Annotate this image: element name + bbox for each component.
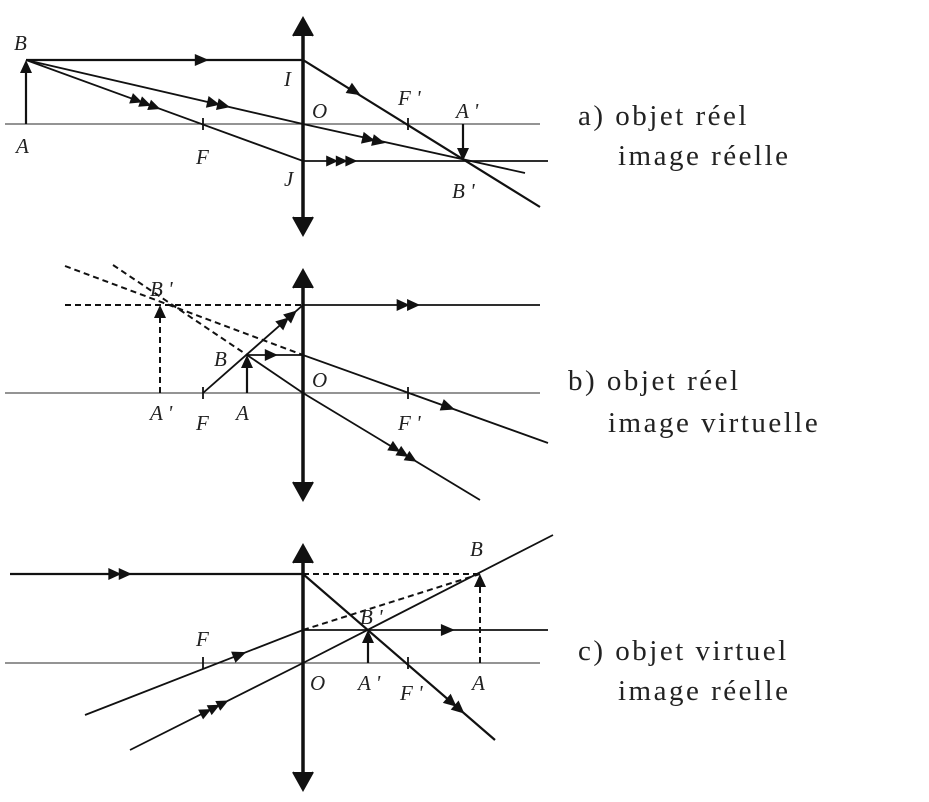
panel-b-real-object-virtual-image: B ' B O A ' F A F ' — [5, 264, 549, 501]
ray-arrowhead-icon — [275, 317, 289, 331]
label-A: A — [234, 401, 249, 425]
caption-b-line1: b) objet réel — [568, 365, 741, 397]
label-F: F — [195, 145, 209, 169]
ray-arrowhead-icon — [335, 155, 348, 167]
lens-arrow-tip-icon — [292, 771, 314, 793]
virtual-extension-1 — [64, 265, 304, 356]
label-I: I — [283, 67, 292, 91]
label-F-prime: F ' — [399, 681, 423, 705]
panel-a-real-object-real-image: B A I O J F F ' A ' B ' — [5, 22, 548, 231]
ray-arrowhead-icon — [387, 440, 401, 452]
label-F: F — [195, 627, 209, 651]
ray-arrowhead-icon — [231, 651, 247, 663]
caption-c-line2: image réelle — [618, 675, 791, 707]
lens-arrow-tip-icon — [292, 481, 314, 503]
label-O: O — [310, 671, 325, 695]
ray-arrowhead-icon — [371, 134, 386, 146]
lens-arrow-tip-icon — [292, 542, 314, 564]
ray-arrowhead-icon — [129, 93, 143, 104]
ray-arrowhead-icon — [108, 568, 122, 580]
ray-arrowhead-icon — [215, 700, 229, 711]
caption-b-line2: image virtuelle — [608, 407, 821, 439]
ray-arrowhead-icon — [206, 704, 220, 716]
label-A-prime: A ' — [454, 99, 479, 123]
ray-arrowhead-icon — [198, 709, 212, 720]
ray-arrowhead-icon — [395, 445, 409, 457]
label-O: O — [312, 368, 327, 392]
ray-arrowhead-icon — [283, 310, 297, 324]
label-B: B — [214, 347, 227, 371]
ray-arrowhead-icon — [442, 693, 457, 707]
object-arrow-tip-icon — [241, 355, 253, 368]
ray-arrowhead-icon — [264, 349, 278, 361]
ray-arrowhead-icon — [216, 98, 231, 111]
ray-through-focus — [202, 304, 540, 394]
panel-c-virtual-object-real-image: B B ' F O A ' F ' A — [5, 534, 554, 786]
ray-arrowhead-icon — [326, 155, 339, 167]
ray-arrowhead-icon — [118, 568, 132, 580]
ray-arrowhead-icon — [450, 700, 465, 714]
ray-through-center — [246, 354, 481, 501]
caption-a-line1: a) objet réel — [578, 100, 749, 132]
ray-arrowhead-icon — [138, 96, 152, 107]
label-O: O — [312, 99, 327, 123]
label-B-prime: B ' — [360, 605, 383, 629]
ray-arrowhead-icon — [194, 54, 209, 66]
caption-c-line1: c) objet virtuel — [578, 635, 789, 667]
ray-through-focus — [84, 629, 548, 716]
lens-arrow-tip-icon — [292, 267, 314, 289]
label-A: A — [14, 134, 29, 158]
image-arrow-tip-icon — [154, 305, 166, 318]
label-A-prime: A ' — [356, 671, 381, 695]
ray-arrowhead-icon — [345, 155, 358, 167]
lens-arrow-tip-icon — [292, 15, 314, 37]
virtual-extension-2 — [112, 264, 248, 356]
label-A: A — [470, 671, 485, 695]
label-F-prime: F ' — [397, 86, 421, 110]
ray-through-center — [25, 59, 526, 174]
label-B: B — [470, 537, 483, 561]
arrowheads — [20, 15, 486, 793]
ray-through-center — [129, 534, 554, 751]
ray-arrowhead-icon — [345, 82, 361, 96]
label-A-prime: A ' — [148, 401, 173, 425]
object-arrow-tip-icon — [20, 60, 32, 73]
label-B-prime: B ' — [150, 277, 173, 301]
ray-parallel — [10, 572, 496, 741]
label-F: F — [195, 411, 209, 435]
ray-arrowhead-icon — [205, 96, 220, 108]
image-arrow-tip-icon — [457, 148, 469, 161]
ray-arrowhead-icon — [407, 299, 421, 311]
virtual-extension-oblique — [302, 573, 481, 631]
ray-through-focus — [25, 59, 548, 162]
ray-arrowhead-icon — [360, 131, 375, 144]
object-arrow-tip-icon — [474, 574, 486, 587]
image-arrow-tip-icon — [362, 630, 374, 643]
label-B-prime: B ' — [452, 179, 475, 203]
ray-arrowhead-icon — [439, 399, 455, 411]
lens-arrow-tip-icon — [292, 216, 314, 238]
ray-arrowhead-icon — [440, 624, 455, 636]
caption-a-line2: image réelle — [618, 140, 791, 172]
ray-arrowhead-icon — [147, 99, 161, 111]
label-F-prime: F ' — [397, 411, 421, 435]
ray-arrowhead-icon — [403, 450, 417, 462]
label-B: B — [14, 31, 27, 55]
label-J: J — [284, 167, 295, 191]
ray-arrowhead-icon — [396, 299, 410, 311]
